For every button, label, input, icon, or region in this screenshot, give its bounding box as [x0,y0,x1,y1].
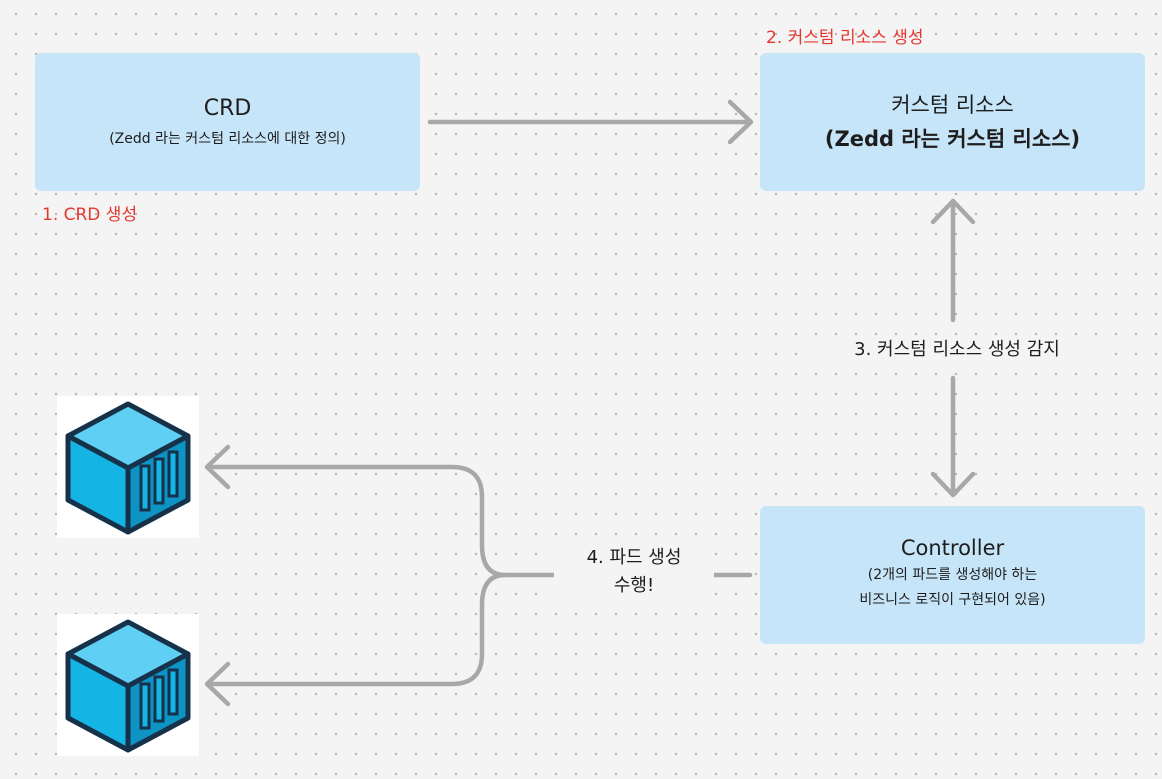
crd-box: CRD (Zedd 라는 커스텀 리소스에 대한 정의) [35,53,420,191]
crd-title: CRD [203,96,252,121]
arrowhead-cr-up [930,198,976,225]
pod-2 [57,614,199,756]
step-4-line-1: 4. 파드 생성 [586,547,682,568]
arrowhead-cr [727,99,754,145]
arrowhead-controller-down [930,471,976,498]
arrowhead-pod-2 [204,661,231,707]
arrowhead-pod-1 [204,444,231,490]
controller-desc-line-2: 비즈니스 로직이 구현되어 있음) [859,592,1046,608]
controller-box: Controller (2개의 파드를 생성해야 하는 비즈니스 로직이 구현되… [760,506,1145,644]
branch-to-pod-2 [205,572,508,687]
step-2-label: 2. 커스텀 리소스 생성 [766,28,924,48]
branch-to-pod-1 [205,464,508,578]
step-3-label: 3. 커스텀 리소스 생성 감지 [812,336,1102,366]
controller-desc-line-1: (2개의 파드를 생성해야 하는 [867,567,1038,583]
custom-resource-title: 커스텀 리소스 [891,93,1014,117]
container-cube-icon [65,619,191,753]
crd-subtitle: (Zedd 라는 커스텀 리소스에 대한 정의) [109,131,346,147]
custom-resource-box: 커스텀 리소스 (Zedd 라는 커스텀 리소스) [760,53,1145,191]
controller-title: Controller [900,536,1005,560]
pod-1 [57,396,199,538]
step-4-line-2: 수행! [613,575,655,596]
step-4-label: 4. 파드 생성 수행! [554,544,714,600]
step-1-label: 1. CRD 생성 [42,205,138,225]
container-cube-icon [65,401,191,535]
custom-resource-subtitle: (Zedd 라는 커스텀 리소스) [824,127,1081,151]
